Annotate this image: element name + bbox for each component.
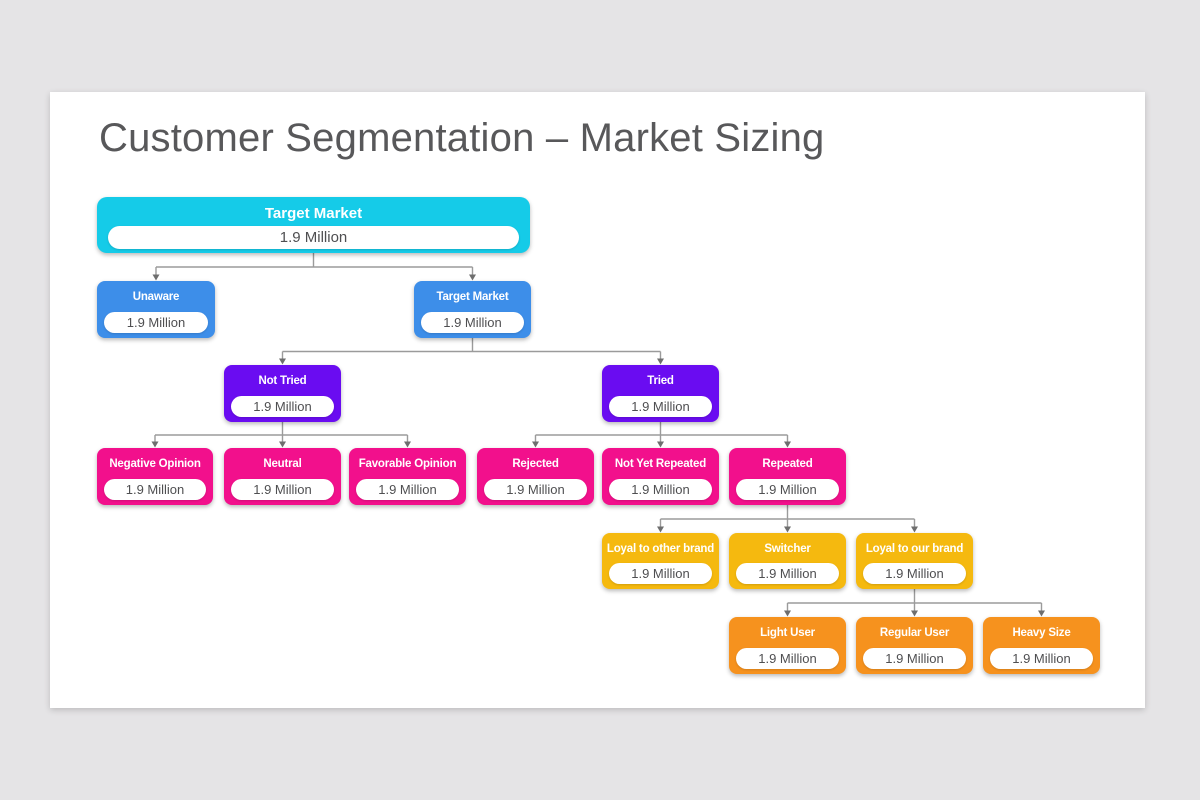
- node-value-pill: 1.9 Million: [231, 396, 334, 417]
- node-value-pill: 1.9 Million: [104, 479, 206, 500]
- node-value-pill: 1.9 Million: [421, 312, 524, 333]
- node-value-pill: 1.9 Million: [609, 563, 712, 584]
- node-loyal-to-other-brand: Loyal to other brand 1.9 Million: [602, 533, 719, 589]
- node-value-pill: 1.9 Million: [990, 648, 1093, 669]
- node-value-pill: 1.9 Million: [609, 479, 712, 500]
- node-switcher: Switcher 1.9 Million: [729, 533, 846, 589]
- node-label: Switcher: [764, 543, 811, 555]
- node-rejected: Rejected 1.9 Million: [477, 448, 594, 505]
- node-value-pill: 1.9 Million: [736, 648, 839, 669]
- node-value-pill: 1.9 Million: [736, 479, 839, 500]
- node-light-user: Light User 1.9 Million: [729, 617, 846, 674]
- node-favorable-opinion: Favorable Opinion 1.9 Million: [349, 448, 466, 505]
- node-value-pill: 1.9 Million: [104, 312, 208, 333]
- node-label: Neutral: [263, 458, 302, 470]
- node-label: Loyal to other brand: [606, 543, 715, 555]
- node-label: Target Market: [264, 205, 363, 222]
- node-neutral: Neutral 1.9 Million: [224, 448, 341, 505]
- node-value-pill: 1.9 Million: [863, 563, 966, 584]
- node-label: Not Tried: [258, 375, 307, 387]
- node-value-pill: 1.9 Million: [356, 479, 459, 500]
- node-label: Favorable Opinion: [358, 458, 457, 470]
- node-label: Light User: [760, 627, 815, 639]
- node-not-tried: Not Tried 1.9 Million: [224, 365, 341, 422]
- slide-card: [50, 92, 1145, 708]
- node-root: Target Market 1.9 Million: [97, 197, 530, 253]
- node-heavy-size: Heavy Size 1.9 Million: [983, 617, 1100, 674]
- node-value-pill: 1.9 Million: [736, 563, 839, 584]
- node-label: Repeated: [762, 458, 813, 470]
- page-title: Customer Segmentation – Market Sizing: [99, 116, 825, 160]
- node-negative-opinion: Negative Opinion 1.9 Million: [97, 448, 213, 505]
- node-label: Loyal to our brand: [865, 543, 964, 555]
- node-value-pill: 1.9 Million: [231, 479, 334, 500]
- node-aware: Target Market 1.9 Million: [414, 281, 531, 338]
- node-value-pill: 1.9 Million: [108, 226, 519, 249]
- node-label: Not Yet Repeated: [614, 458, 707, 470]
- node-label: Target Market: [436, 291, 509, 303]
- node-not-yet-repeated: Not Yet Repeated 1.9 Million: [602, 448, 719, 505]
- node-value-pill: 1.9 Million: [863, 648, 966, 669]
- node-label: Rejected: [512, 458, 559, 470]
- node-tried: Tried 1.9 Million: [602, 365, 719, 422]
- node-label: Tried: [647, 375, 674, 387]
- node-label: Negative Opinion: [109, 458, 201, 470]
- node-value-pill: 1.9 Million: [484, 479, 587, 500]
- node-label: Regular User: [879, 627, 950, 639]
- node-label: Unaware: [132, 291, 180, 303]
- node-unaware: Unaware 1.9 Million: [97, 281, 215, 338]
- node-value-pill: 1.9 Million: [609, 396, 712, 417]
- node-regular-user: Regular User 1.9 Million: [856, 617, 973, 674]
- node-repeated: Repeated 1.9 Million: [729, 448, 846, 505]
- node-loyal-to-our-brand: Loyal to our brand 1.9 Million: [856, 533, 973, 589]
- node-label: Heavy Size: [1012, 627, 1071, 639]
